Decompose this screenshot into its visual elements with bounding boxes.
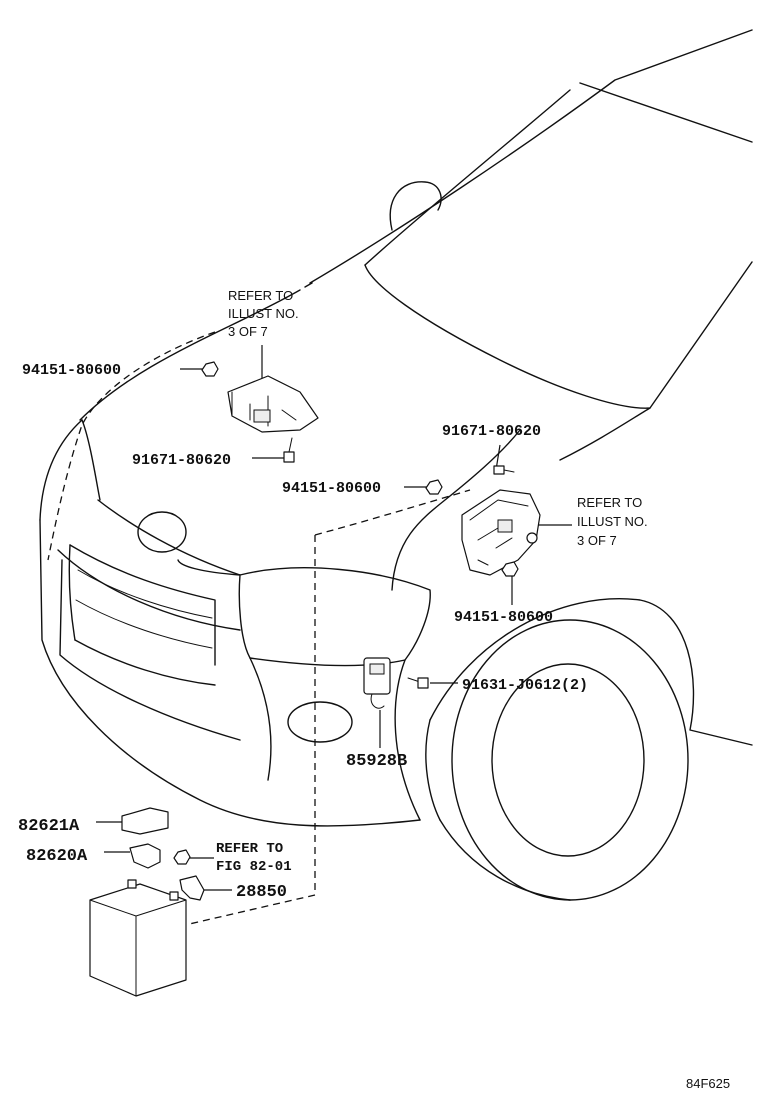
part-number-label: 82620A xyxy=(26,847,88,866)
refer-note-line: FIG 82-01 xyxy=(216,859,292,875)
nut-icon xyxy=(173,849,191,865)
connector-82621a xyxy=(121,807,169,835)
refer-note-line: ILLUST NO. xyxy=(228,306,299,321)
refer-note-fig: REFER TO FIG 82-01 xyxy=(216,841,292,875)
refer-note-line: 3 OF 7 xyxy=(577,533,617,548)
part-number-label: 82621A xyxy=(18,817,80,836)
part-number-label: 94151-80600 xyxy=(454,609,553,626)
refer-note-right: REFER TO ILLUST NO. 3 OF 7 xyxy=(577,495,648,548)
part-number-label: 91631-J0612(2) xyxy=(462,677,588,694)
nut-icon xyxy=(201,361,219,377)
refer-note-line: ILLUST NO. xyxy=(577,514,648,529)
part-number-label: 91671-80620 xyxy=(132,452,231,469)
bolt-icon xyxy=(407,677,429,689)
relay-box-left xyxy=(227,375,319,433)
bolt-icon xyxy=(283,437,295,463)
refer-note-line: REFER TO xyxy=(228,288,293,303)
reference-dashed-lines xyxy=(47,331,471,926)
refer-note-left: REFER TO ILLUST NO. 3 OF 7 xyxy=(228,288,299,339)
bracket-28850 xyxy=(179,875,205,901)
refer-note-line: REFER TO xyxy=(577,495,642,510)
bolt-icon xyxy=(493,465,515,475)
horn-assembly xyxy=(363,657,391,709)
battery xyxy=(89,879,187,997)
clamp-82620a xyxy=(129,843,161,869)
relay-box-right xyxy=(461,489,541,576)
part-number-label: 94151-80600 xyxy=(22,362,121,379)
part-number-label: 85928B xyxy=(346,752,407,771)
diagram-id: 84F625 xyxy=(686,1076,730,1091)
part-number-label: 91671-80620 xyxy=(442,423,541,440)
nut-icon xyxy=(501,561,519,577)
part-number-label: 28850 xyxy=(236,883,287,902)
refer-note-line: 3 OF 7 xyxy=(228,324,268,339)
nut-icon xyxy=(425,479,443,495)
car-body-outline xyxy=(39,29,753,901)
refer-note-line: REFER TO xyxy=(216,841,283,857)
part-number-label: 94151-80600 xyxy=(282,480,381,497)
